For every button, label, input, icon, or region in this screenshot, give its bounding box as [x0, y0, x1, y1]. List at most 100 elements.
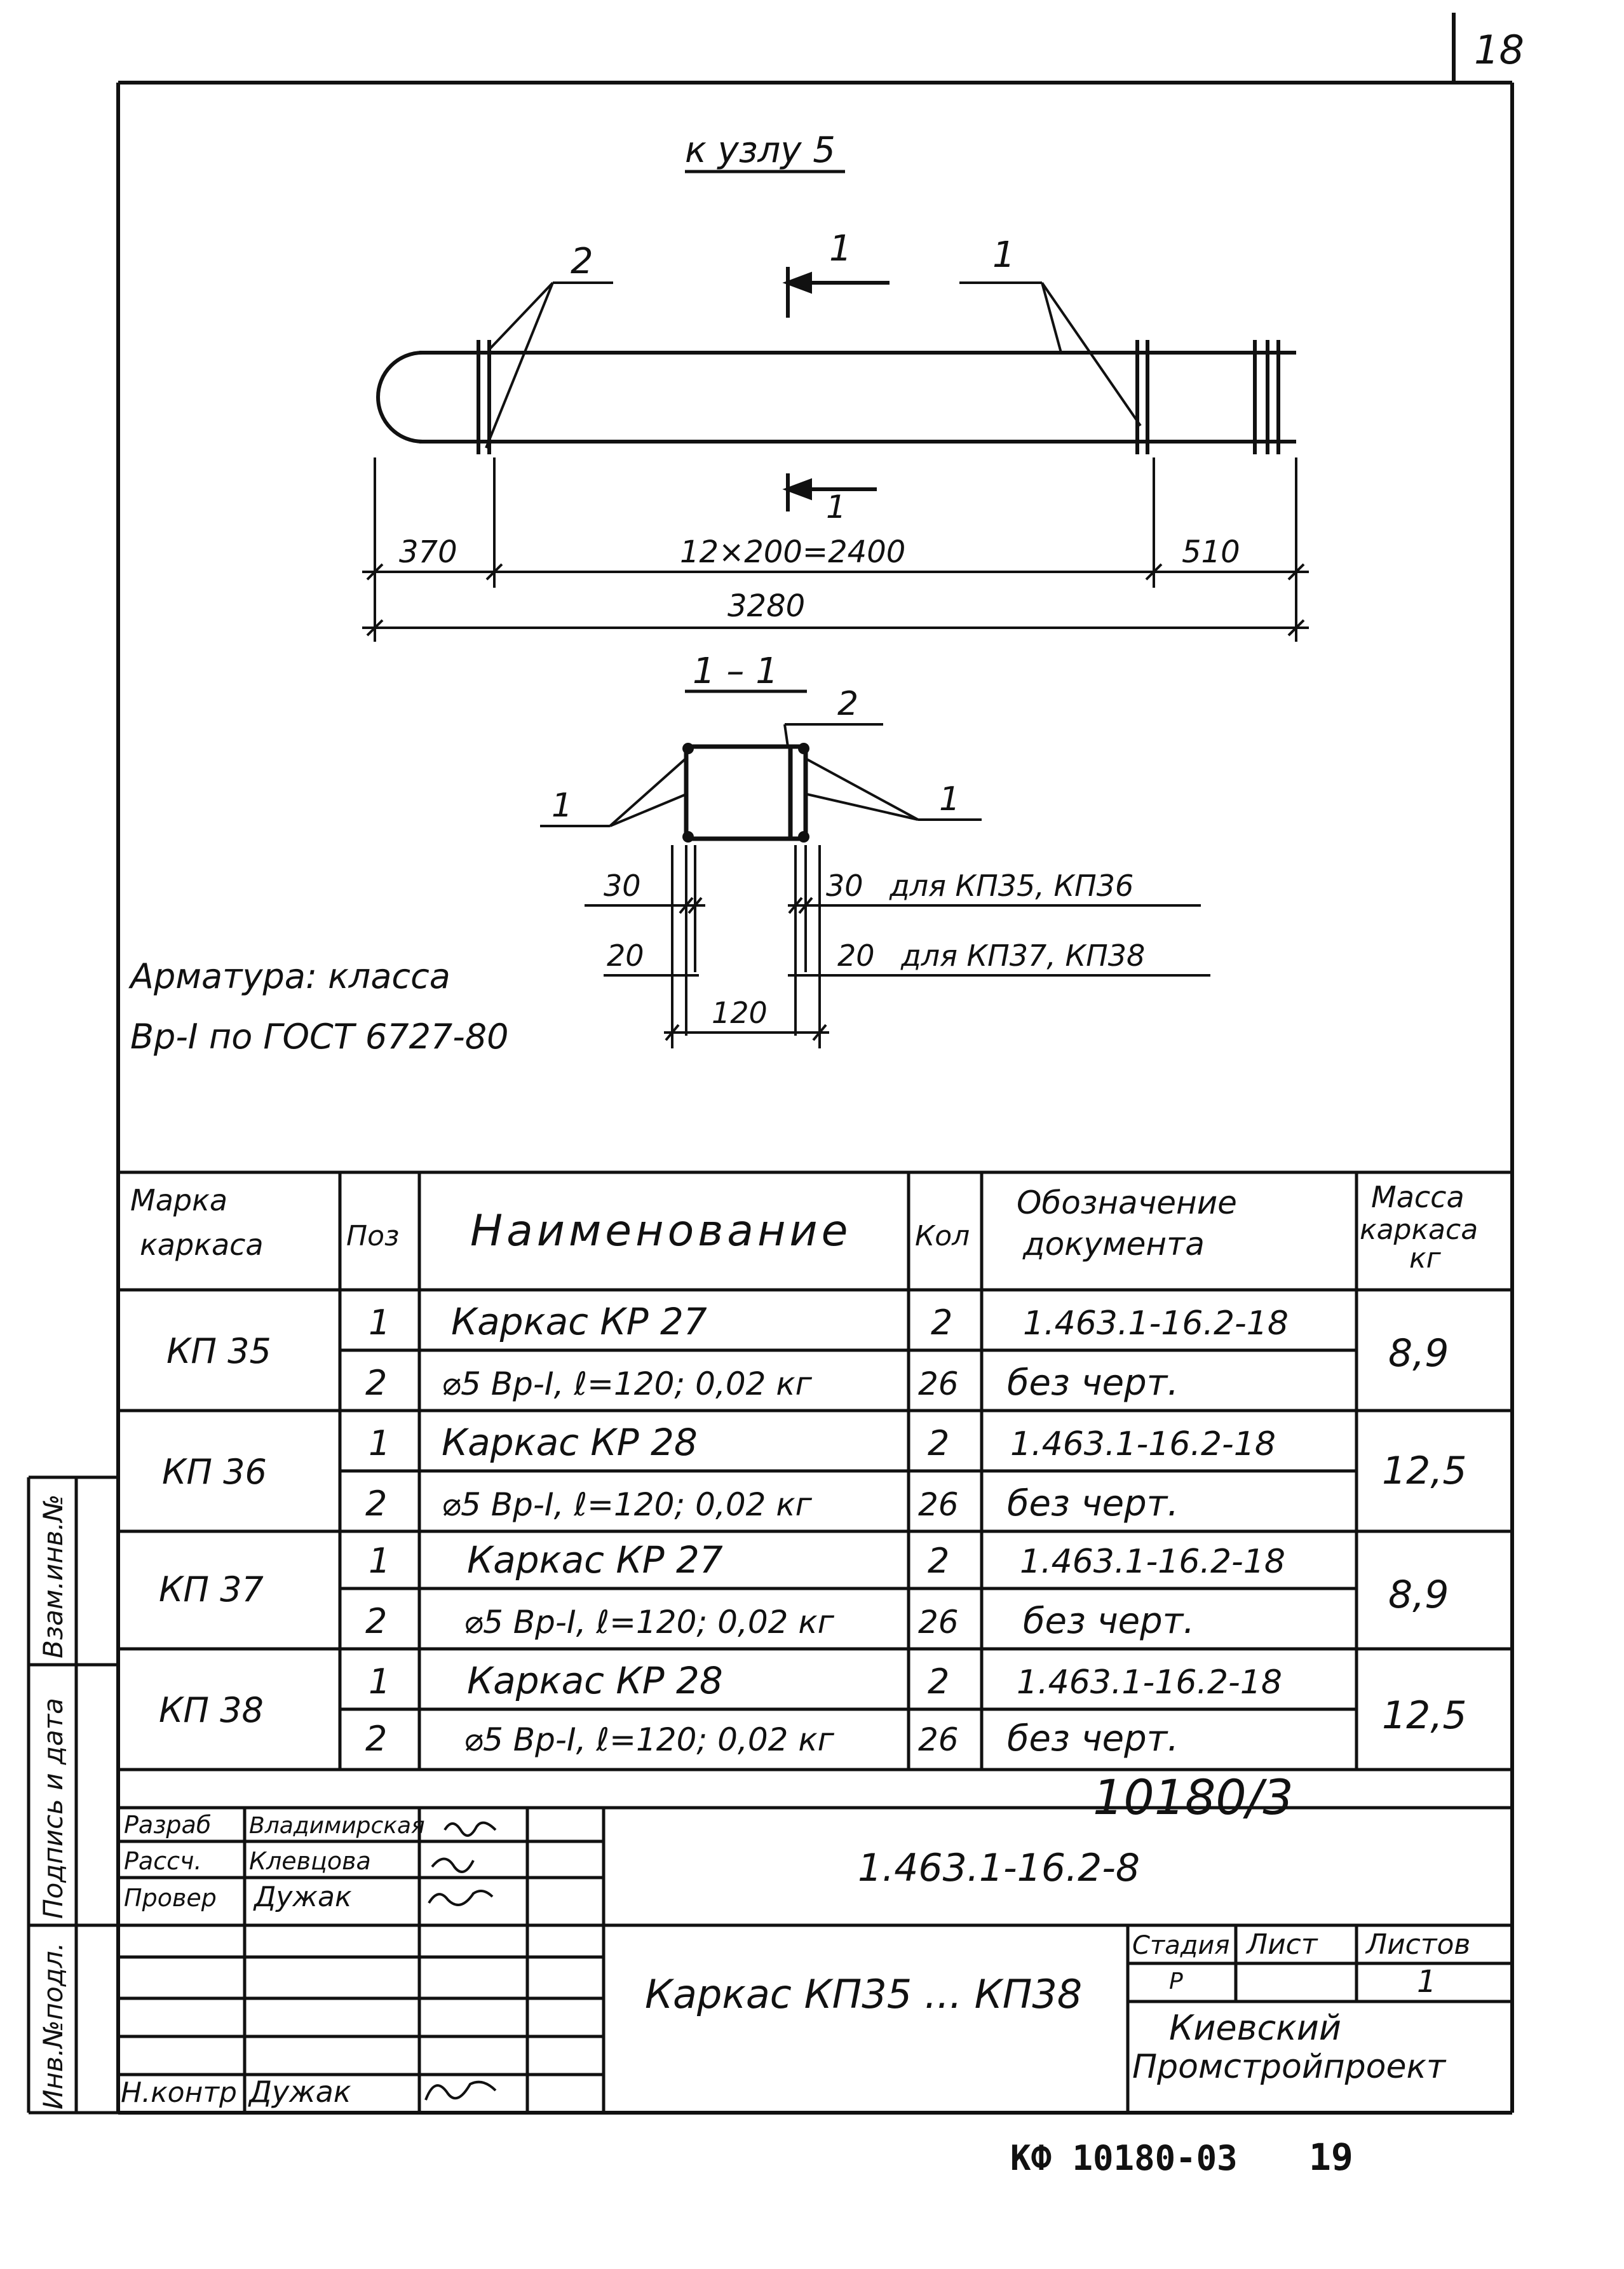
sheets-total-value: 1	[1417, 1964, 1437, 2000]
group-mass: 8,9	[1388, 1331, 1449, 1376]
row-qty: 26	[918, 1604, 959, 1641]
row-doc: 1.463.1-16.2-18	[1020, 1543, 1285, 1581]
section-label-pos2: 2	[837, 685, 858, 723]
row-qty: 2	[928, 1662, 949, 1702]
spec-group-kp38: КП 38 1 Каркас КР 28 2 1.463.1-16.2-18 2…	[159, 1659, 1467, 1759]
header-mass-line3: кг	[1409, 1242, 1442, 1275]
signature-norm-control	[424, 2080, 497, 2101]
name-calculated: Клевцова	[249, 1847, 371, 1875]
stamp-original-inventory: Инв.№подл.	[37, 1942, 69, 2110]
row-pos: 2	[365, 1484, 387, 1524]
section-dim-30-right: 30	[826, 869, 863, 903]
sheets-header: Листов	[1365, 1928, 1470, 1961]
signature-developer	[443, 1821, 497, 1837]
frame-elevation	[376, 340, 1296, 454]
section-dim-30-left: 30	[604, 869, 641, 903]
section-mark-bottom-label: 1	[826, 489, 846, 525]
section-dim-120: 120	[712, 996, 768, 1030]
group-mass: 12,5	[1382, 1693, 1467, 1738]
row-name: Каркас КР 28	[442, 1421, 698, 1464]
row-doc: без черт.	[1023, 1601, 1194, 1642]
organization-line1: Киевский	[1169, 2008, 1341, 2048]
stage-header: Стадия	[1132, 1931, 1229, 1960]
spec-table-grid	[118, 1170, 1512, 1771]
row-doc: 1.463.1-16.2-18	[1017, 1663, 1282, 1702]
group-mark: КП 35	[166, 1331, 271, 1371]
role-developer: Разраб	[124, 1811, 211, 1839]
header-mass-line2: каркаса	[1360, 1214, 1478, 1246]
row-qty: 2	[928, 1541, 949, 1581]
section-profile	[684, 744, 808, 841]
row-name: Каркас КР 28	[467, 1659, 723, 1702]
dim-370: 370	[399, 534, 457, 570]
sheet-frame	[116, 13, 1514, 2115]
header-mass-line1: Масса	[1371, 1180, 1465, 1214]
row-name: ⌀5 Вр-I, ℓ=120; 0,02 кг	[442, 1365, 813, 1402]
title-block-signatures: Разраб Владимирская Рассч. Клевцова Пров…	[121, 1811, 497, 2109]
row-pos: 2	[365, 1363, 387, 1403]
row-doc: без черт.	[1007, 1362, 1179, 1404]
row-doc: без черт.	[1007, 1483, 1179, 1524]
section-label-pos1-right: 1	[939, 780, 960, 818]
role-norm-control: Н.контр	[121, 2076, 237, 2109]
stage-value: Р	[1169, 1968, 1183, 1995]
section-note-kp37-38: для КП37, КП38	[900, 938, 1145, 973]
sheet-header: Лист	[1245, 1928, 1318, 1961]
dim-510: 510	[1182, 534, 1240, 570]
section-bars	[682, 743, 809, 843]
dim-2400: 12×200=2400	[680, 534, 905, 570]
section-mark-top-label: 1	[829, 228, 852, 269]
row-name: ⌀5 Вр-I, ℓ=120; 0,02 кг	[464, 1721, 835, 1758]
row-doc: без черт.	[1007, 1718, 1179, 1759]
header-qty: Кол	[915, 1220, 970, 1252]
row-name: ⌀5 Вр-I, ℓ=120; 0,02 кг	[464, 1604, 835, 1641]
signature-checked	[428, 1890, 494, 1906]
section-dimension-lines	[585, 845, 1210, 1048]
section-dim-20-right: 20	[837, 938, 875, 973]
leader-label-pos1: 1	[992, 234, 1015, 276]
row-name: Каркас КР 27	[467, 1538, 723, 1582]
row-qty: 2	[928, 1423, 949, 1463]
header-mark-line2: каркаса	[140, 1228, 264, 1262]
row-doc: 1.463.1-16.2-18	[1010, 1425, 1276, 1463]
row-doc: 1.463.1-16.2-18	[1023, 1304, 1289, 1343]
group-mass: 12,5	[1382, 1449, 1467, 1493]
project-number: 10180/3	[1093, 1769, 1294, 1825]
spec-group-kp37: КП 37 1 Каркас КР 27 2 1.463.1-16.2-18 2…	[159, 1538, 1449, 1642]
spec-group-kp35: КП 35 1 Каркас КР 27 2 1.463.1-16.2-18 2…	[166, 1300, 1449, 1404]
row-pos: 1	[369, 1303, 390, 1343]
section-leaders	[540, 723, 982, 827]
position-leaders	[485, 281, 1142, 449]
header-mark-line1: Марка	[130, 1183, 227, 1217]
dimension-lines	[362, 457, 1309, 642]
archive-code: КФ 10180-03	[1010, 2138, 1238, 2178]
role-calculated: Рассч.	[124, 1847, 202, 1875]
sheet-title: Каркас КП35 ... КП38	[645, 1971, 1082, 2017]
reinforcement-note-line1: Арматура: класса	[128, 956, 450, 996]
reinforcement-note-line2: Вр-I по ГОСТ 6727-80	[130, 1017, 508, 1057]
row-pos: 2	[365, 1601, 387, 1641]
group-mark: КП 37	[159, 1569, 264, 1609]
header-name: Наименование	[470, 1206, 851, 1256]
header-doc-line2: документа	[1022, 1226, 1205, 1263]
group-mark: КП 38	[159, 1690, 264, 1730]
stamp-signature-date: Подпись и дата	[37, 1698, 69, 1919]
row-pos: 2	[365, 1719, 387, 1759]
section-dim-20-left: 20	[607, 938, 644, 973]
stamp-replacement-inventory: Взам.инв.№	[37, 1494, 69, 1658]
row-qty: 26	[918, 1486, 959, 1523]
name-developer: Владимирская	[249, 1813, 425, 1839]
row-pos: 1	[369, 1662, 390, 1702]
spec-table-header: Марка каркаса Поз Наименование Кол Обозн…	[130, 1180, 1478, 1275]
title-block-grid	[118, 1806, 1512, 2113]
row-qty: 26	[918, 1365, 959, 1402]
binding-strip-grid	[27, 1475, 118, 2115]
document-designation: 1.463.1-16.2-8	[858, 1846, 1140, 1890]
spec-group-kp36: КП 36 1 Каркас КР 28 2 1.463.1-16.2-18 2…	[162, 1421, 1467, 1524]
view-title: к узлу 5	[685, 130, 836, 171]
row-qty: 26	[918, 1721, 959, 1758]
row-name: ⌀5 Вр-I, ℓ=120; 0,02 кг	[442, 1486, 813, 1523]
header-doc-line1: Обозначение	[1017, 1184, 1237, 1221]
organization-line2: Промстройпроект	[1132, 2048, 1447, 2086]
